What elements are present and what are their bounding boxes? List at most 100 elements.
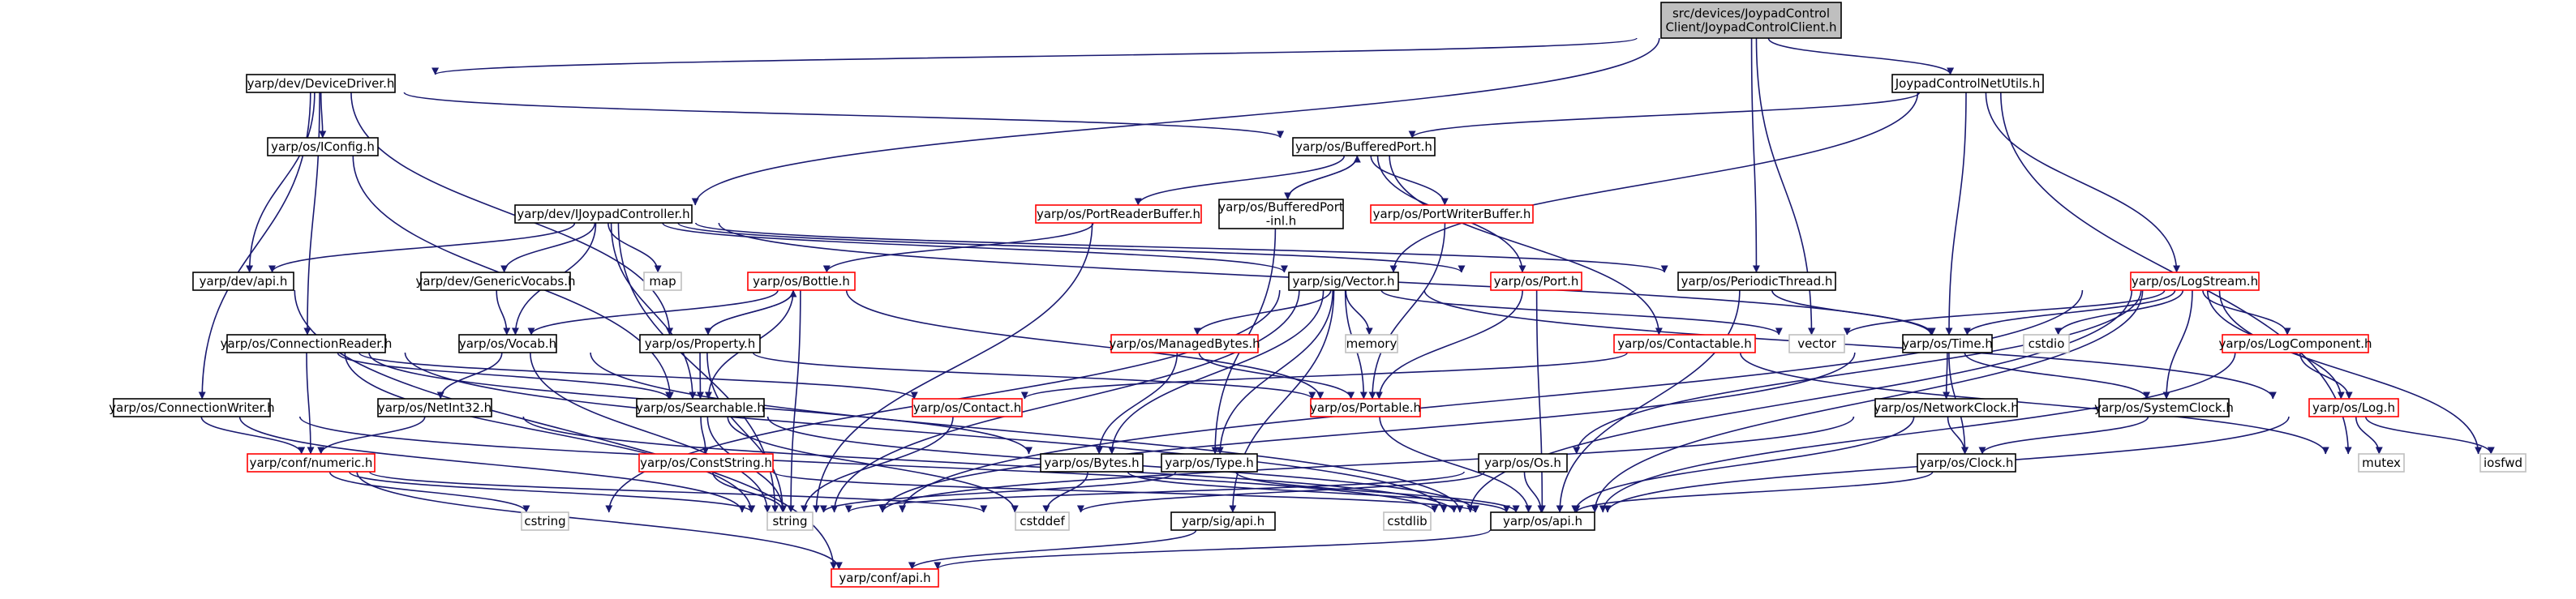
node-bufferedportinl[interactable]: yarp/os/BufferedPort-inl.h [1218, 199, 1344, 229]
node-contactable[interactable]: yarp/os/Contactable.h [1613, 334, 1756, 353]
edge-sigvector-to-managedbytes [1193, 289, 1332, 336]
node-netint32[interactable]: yarp/os/NetInt32.h [377, 398, 492, 417]
node-sigapi[interactable]: yarp/sig/api.h [1170, 511, 1276, 531]
node-label-cstring: cstring [524, 514, 565, 528]
node-mutex: mutex [2358, 453, 2405, 473]
node-label-contact: yarp/os/Contact.h [913, 400, 1022, 415]
node-box-logstream [2130, 272, 2260, 291]
node-box-memory [1345, 334, 1398, 353]
node-clock[interactable]: yarp/os/Clock.h [1917, 453, 2016, 473]
node-bytes[interactable]: yarp/os/Bytes.h [1040, 453, 1144, 473]
node-portreaderbuffer[interactable]: yarp/os/PortReaderBuffer.h [1035, 204, 1202, 224]
node-label-ijoypad: yarp/dev/IJoypadController.h [517, 207, 689, 221]
node-box-osapi [1490, 511, 1595, 531]
node-label-periodicthread: yarp/os/PeriodicThread.h [1681, 274, 1833, 289]
node-box-networkclock [1874, 398, 2018, 417]
node-label-clock: yarp/os/Clock.h [1920, 456, 2014, 470]
edge-sigvector-to-memory [1345, 289, 1373, 336]
node-label-confapi: yarp/conf/api.h [839, 571, 930, 585]
node-connectionwriter[interactable]: yarp/os/ConnectionWriter.h [109, 398, 275, 417]
node-label-map: map [649, 274, 676, 289]
edge-systemclock-to-clock [1978, 416, 2149, 455]
node-label-bytes: yarp/os/Bytes.h [1044, 456, 1139, 470]
node-box-bottle [747, 272, 856, 291]
edge-ijoypad-to-devapi [268, 222, 576, 273]
node-confapi[interactable]: yarp/conf/api.h [831, 568, 939, 588]
node-genericvocabs[interactable]: yarp/dev/GenericVocabs.h [416, 272, 576, 291]
node-managedbytes[interactable]: yarp/os/ManagedBytes.h [1109, 334, 1260, 353]
edge-logstream-to-logcomponent [2202, 289, 2291, 336]
node-label-devicedriver: yarp/dev/DeviceDriver.h [247, 76, 395, 91]
node-label-memory: memory [1346, 336, 1397, 351]
node-portwriterbuffer[interactable]: yarp/os/PortWriterBuffer.h [1370, 204, 1534, 224]
node-logcomponent[interactable]: yarp/os/LogComponent.h [2218, 334, 2372, 353]
node-oslog[interactable]: yarp/os/Log.h [2308, 398, 2399, 417]
edge-portwriterbuffer-to-portable [1368, 222, 1446, 400]
node-netutils[interactable]: JoypadControlNetUtils.h [1891, 74, 2044, 93]
edge-connectionwriter-to-string [238, 416, 746, 513]
edge-bottle-to-string [787, 289, 801, 513]
node-ijoypad[interactable]: yarp/dev/IJoypadController.h [514, 204, 693, 224]
node-box-bufferedport [1292, 137, 1436, 156]
edge-ostype-to-osapi [1235, 471, 1520, 513]
edge-logstream-to-vector [1843, 289, 2166, 336]
node-box-cstring [521, 511, 569, 531]
edge-logstream-to-ostime [1963, 289, 2176, 336]
node-box-logcomponent [2222, 334, 2369, 353]
node-iconfig[interactable]: yarp/os/IConfig.h [267, 137, 379, 156]
edge-genericvocabs-to-vocab [496, 289, 511, 336]
node-systemclock[interactable]: yarp/os/SystemClock.h [2094, 398, 2234, 417]
node-searchable[interactable]: yarp/os/Searchable.h [636, 398, 765, 417]
node-devicedriver[interactable]: yarp/dev/DeviceDriver.h [246, 74, 396, 93]
node-label-portwriterbuffer: yarp/os/PortWriterBuffer.h [1373, 207, 1531, 221]
edge-contactable-to-contact [1020, 352, 1629, 400]
node-bottle[interactable]: yarp/os/Bottle.h [747, 272, 856, 291]
node-property[interactable]: yarp/os/Property.h [639, 334, 761, 353]
edge-root-to-devicedriver [431, 37, 1638, 75]
edge-sigvector-to-sigapi [1229, 289, 1335, 513]
node-vocab[interactable]: yarp/os/Vocab.h [458, 334, 557, 353]
node-label-bottle: yarp/os/Bottle.h [753, 274, 850, 289]
node-box-iconfig [267, 137, 379, 156]
node-logstream[interactable]: yarp/os/LogStream.h [2130, 272, 2260, 291]
edge-sigvector-to-oslog [1423, 289, 2277, 400]
edge-sigapi-to-confapi [908, 529, 1197, 570]
edge-networkclock-to-clock [1947, 416, 1968, 455]
node-port[interactable]: yarp/os/Port.h [1490, 272, 1582, 291]
node-portable[interactable]: yarp/os/Portable.h [1310, 398, 1421, 417]
node-networkclock[interactable]: yarp/os/NetworkClock.h [1874, 398, 2019, 417]
node-box-cstdio [2023, 334, 2070, 353]
edge-bytes-to-osapi [1127, 471, 1510, 513]
node-label-root: src/devices/JoypadControl [1672, 6, 1830, 21]
node-sigvector[interactable]: yarp/sig/Vector.h [1288, 272, 1399, 291]
node-box-portable [1310, 398, 1421, 417]
node-box-contactable [1613, 334, 1756, 353]
node-box-devicedriver [246, 74, 396, 93]
edge-numeric-to-cstddef [368, 471, 988, 513]
node-box-confapi [831, 568, 939, 588]
node-box-sigvector [1288, 272, 1399, 291]
node-box-periodicthread [1677, 272, 1836, 291]
edge-osos-to-cstddef [1077, 471, 1485, 513]
edge-logstream-to-iosfwd [2218, 289, 2483, 455]
node-box-vocab [458, 334, 557, 353]
node-numeric[interactable]: yarp/conf/numeric.h [247, 453, 376, 473]
node-bufferedport[interactable]: yarp/os/BufferedPort.h [1292, 137, 1436, 156]
node-label-root: Client/JoypadControlClient.h [1665, 20, 1836, 35]
node-conststring[interactable]: yarp/os/ConstString.h [638, 453, 774, 473]
edge-devicedriver-to-iconfig [319, 92, 327, 139]
node-root[interactable]: src/devices/JoypadControlClient/JoypadCo… [1660, 2, 1842, 39]
edge-bufferedport-to-portwriterbuffer [1370, 155, 1449, 206]
edge-portable-to-osapi [1379, 416, 1532, 513]
node-label-systemclock: yarp/os/SystemClock.h [2094, 400, 2234, 415]
node-ostype[interactable]: yarp/os/Type.h [1161, 453, 1258, 473]
node-devapi[interactable]: yarp/dev/api.h [192, 272, 294, 291]
edge-ijoypad-to-genericvocabs [500, 222, 596, 273]
node-contact[interactable]: yarp/os/Contact.h [912, 398, 1023, 417]
node-label-conststring: yarp/os/ConstString.h [640, 456, 772, 470]
node-periodicthread[interactable]: yarp/os/PeriodicThread.h [1677, 272, 1836, 291]
node-ostime[interactable]: yarp/os/Time.h [1902, 334, 1993, 353]
node-osapi[interactable]: yarp/os/api.h [1490, 511, 1595, 531]
node-osos[interactable]: yarp/os/Os.h [1478, 453, 1568, 473]
node-connectionreader[interactable]: yarp/os/ConnectionReader.h [221, 334, 393, 353]
